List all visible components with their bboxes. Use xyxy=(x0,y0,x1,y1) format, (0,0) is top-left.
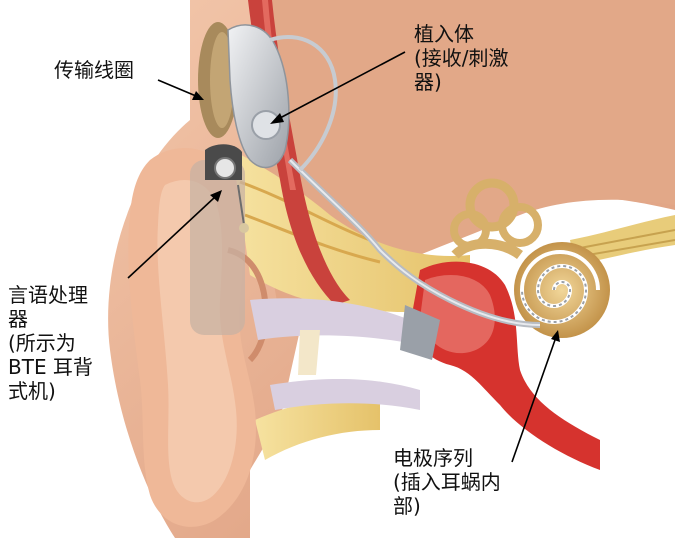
electrode-array xyxy=(287,157,541,328)
auditory-nerve xyxy=(570,215,675,265)
label-line: 电极序列 xyxy=(393,446,473,470)
label-line: 部) xyxy=(393,494,421,518)
label-speech-processor: 言语处理 器 (所示为 BTE 耳背 式机) xyxy=(8,283,93,403)
transmitting-coil xyxy=(198,22,238,138)
label-line: 植入体 xyxy=(414,22,474,46)
label-line: 传输线圈 xyxy=(54,58,134,82)
cochlea xyxy=(514,242,610,338)
label-line: 器) xyxy=(414,70,442,94)
label-line: (接收/刺激 xyxy=(414,46,509,70)
label-line: 器 xyxy=(8,307,28,331)
label-line: 言语处理 xyxy=(8,283,88,307)
label-line: BTE 耳背 xyxy=(8,355,93,379)
arrow-processor xyxy=(127,190,222,279)
inner-ear xyxy=(450,178,610,338)
arrow-coil xyxy=(157,79,204,100)
label-transmitting-coil: 传输线圈 xyxy=(54,58,134,82)
label-electrode-array: 电极序列 (插入耳蜗内 部) xyxy=(393,446,501,518)
arrow-implant xyxy=(270,51,406,124)
label-line: (插入耳蜗内 xyxy=(393,470,501,494)
ear-canal xyxy=(250,298,420,410)
speech-processor xyxy=(190,144,249,335)
implant-receiver-stimulator xyxy=(227,24,338,172)
label-implant: 植入体 (接收/刺激 器) xyxy=(414,22,509,94)
label-line: (所示为 xyxy=(8,331,76,355)
label-line: 式机) xyxy=(8,379,56,403)
middle-ear xyxy=(400,261,600,470)
arrow-electrode xyxy=(511,330,560,463)
